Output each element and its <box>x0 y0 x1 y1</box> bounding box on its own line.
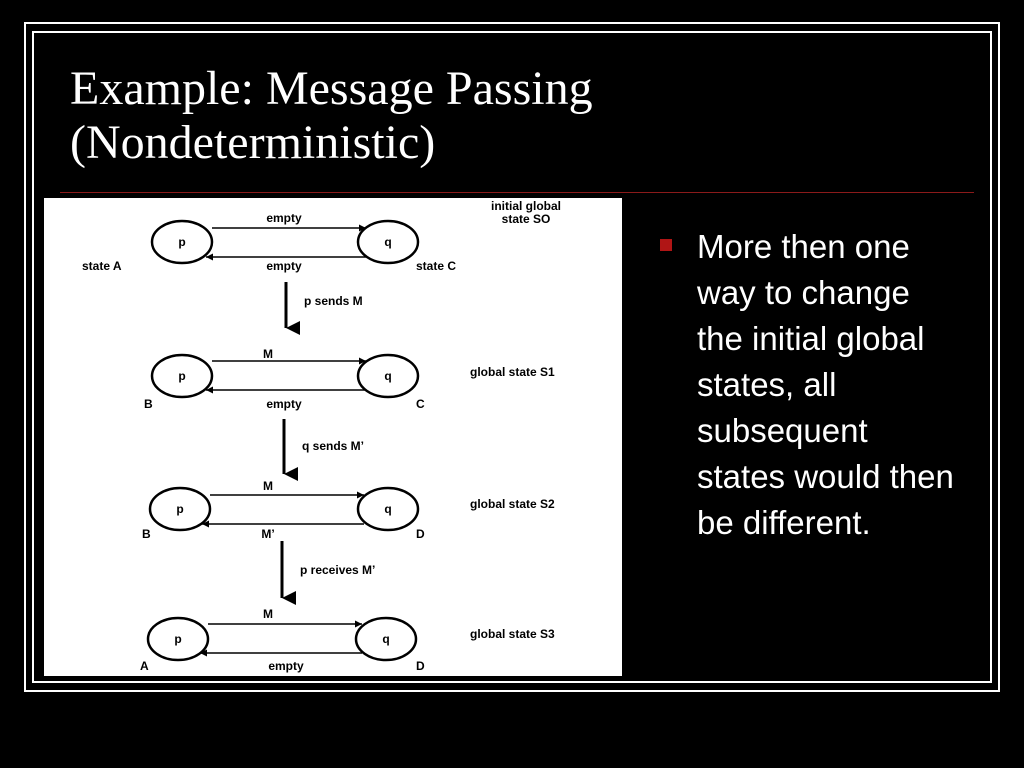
left-process-state: A <box>140 659 149 673</box>
transition-label: p receives M’ <box>300 563 375 577</box>
left-process-state: B <box>142 527 151 541</box>
transition-label: q sends M’ <box>302 439 364 453</box>
node-q-label: q <box>384 235 391 249</box>
global-state-label: global state S3 <box>470 627 555 641</box>
title-divider <box>60 192 974 193</box>
node-p-label: p <box>174 632 181 646</box>
global-state-label: global state S2 <box>470 497 555 511</box>
right-process-state: C <box>416 397 425 411</box>
message-passing-diagram: p q empty empty state A state C initial … <box>44 198 622 676</box>
bullet-text: More then one way to change the initial … <box>697 228 954 541</box>
node-p-circle <box>146 616 210 662</box>
global-state-label-s0-line-2: state SO <box>502 212 551 226</box>
left-process-state: state A <box>82 259 122 273</box>
node-q-label: q <box>384 369 391 383</box>
node-q-label: q <box>382 632 389 646</box>
channel-bottom-message: empty <box>268 659 304 673</box>
node-p-label: p <box>178 369 185 383</box>
left-process-state: B <box>144 397 153 411</box>
right-process-state: D <box>416 527 425 541</box>
node-p-label: p <box>176 502 183 516</box>
global-state-row-2: p q M M’ B D global state S2 <box>142 479 555 541</box>
bullet-square-icon <box>660 239 672 251</box>
global-state-label: global state S1 <box>470 365 555 379</box>
node-q-circle <box>356 353 420 399</box>
slide-frame-inner <box>32 31 992 683</box>
node-q-circle <box>356 486 420 532</box>
transition-2: p receives M’ <box>280 541 375 605</box>
right-process-state: state C <box>416 259 456 273</box>
node-q-circle <box>354 616 418 662</box>
slide-title-line-2: (Nondeterministic) <box>70 116 436 169</box>
transition-label: p sends M <box>304 294 363 308</box>
channel-bottom-message: M’ <box>261 527 274 541</box>
diagram-canvas: p q empty empty state A state C initial … <box>82 199 561 673</box>
channel-top-message: empty <box>266 211 302 225</box>
node-q-label: q <box>384 502 391 516</box>
transition-1: q sends M’ <box>282 419 364 481</box>
node-p-circle <box>150 219 214 265</box>
slide-title: Example: Message Passing (Nondeterminist… <box>70 62 970 170</box>
global-state-row-3: p q M empty A D global state S3 <box>140 607 555 673</box>
node-q-circle <box>356 219 420 265</box>
slide-title-line-1: Example: Message Passing <box>70 62 593 115</box>
global-state-row-1: p q M empty B C global state S1 <box>144 347 555 411</box>
right-process-state: D <box>416 659 425 673</box>
channel-top-message: M <box>263 347 273 361</box>
bullet-item: More then one way to change the initial … <box>660 224 960 546</box>
transition-0: p sends M <box>284 282 363 335</box>
channel-bottom-message: empty <box>266 259 302 273</box>
global-state-label-s0-line-1: initial global <box>491 199 561 213</box>
slide-frame-outer <box>24 22 1000 692</box>
node-p-circle <box>148 486 212 532</box>
channel-top-message: M <box>263 479 273 493</box>
node-p-circle <box>150 353 214 399</box>
node-p-label: p <box>178 235 185 249</box>
channel-top-message: M <box>263 607 273 621</box>
global-state-row-0: p q empty empty state A state C initial … <box>82 199 561 273</box>
channel-bottom-message: empty <box>266 397 302 411</box>
